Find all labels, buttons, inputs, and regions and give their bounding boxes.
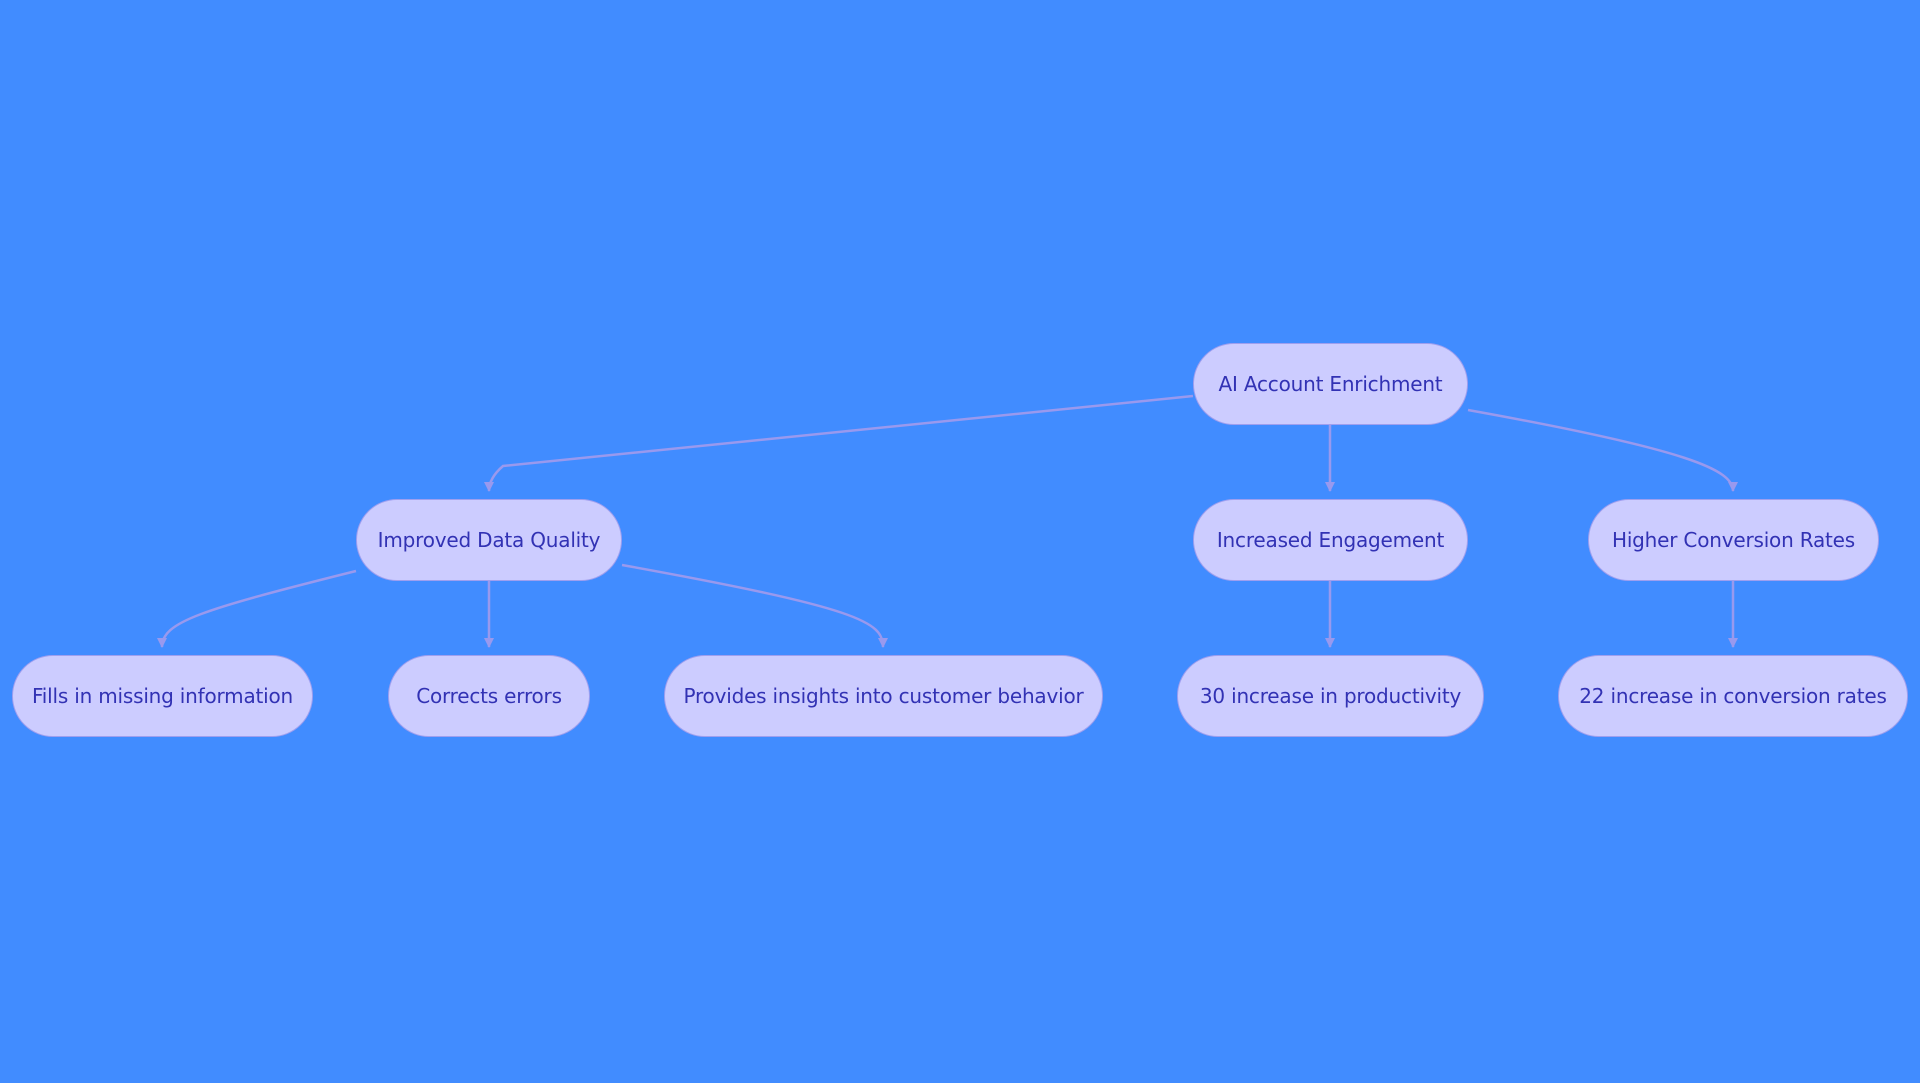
node-improved-data-quality: Improved Data Quality (356, 499, 622, 581)
node-higher-conversion-rates: Higher Conversion Rates (1588, 499, 1879, 581)
node-increased-engagement: Increased Engagement (1193, 499, 1468, 581)
node-label: Increased Engagement (1216, 528, 1445, 552)
node-label: 22 increase in conversion rates (1579, 684, 1887, 708)
node-label: 30 increase in productivity (1199, 684, 1462, 708)
node-label: Provides insights into customer behavior (683, 684, 1084, 708)
edge-improved-data-quality-to-fills-missing (157, 569, 357, 648)
node-label: Corrects errors (416, 684, 562, 708)
node-label: Fills in missing information (31, 684, 294, 708)
node-label: Higher Conversion Rates (1611, 528, 1856, 552)
node-conversion-rate-increase: 22 increase in conversion rates (1558, 655, 1908, 737)
node-provides-insights: Provides insights into customer behavior (664, 655, 1103, 737)
node-fills-missing-information: Fills in missing information (12, 655, 313, 737)
node-corrects-errors: Corrects errors (388, 655, 590, 737)
node-label: AI Account Enrichment (1218, 372, 1443, 396)
edge-improved-data-quality-to-provides-insights (621, 563, 888, 648)
edge-root-to-higher-conversion-rates (1467, 408, 1738, 492)
edge-root-to-improved-data-quality (484, 394, 1194, 492)
node-ai-account-enrichment: AI Account Enrichment (1193, 343, 1468, 425)
node-productivity-increase: 30 increase in productivity (1177, 655, 1484, 737)
node-label: Improved Data Quality (377, 528, 601, 552)
